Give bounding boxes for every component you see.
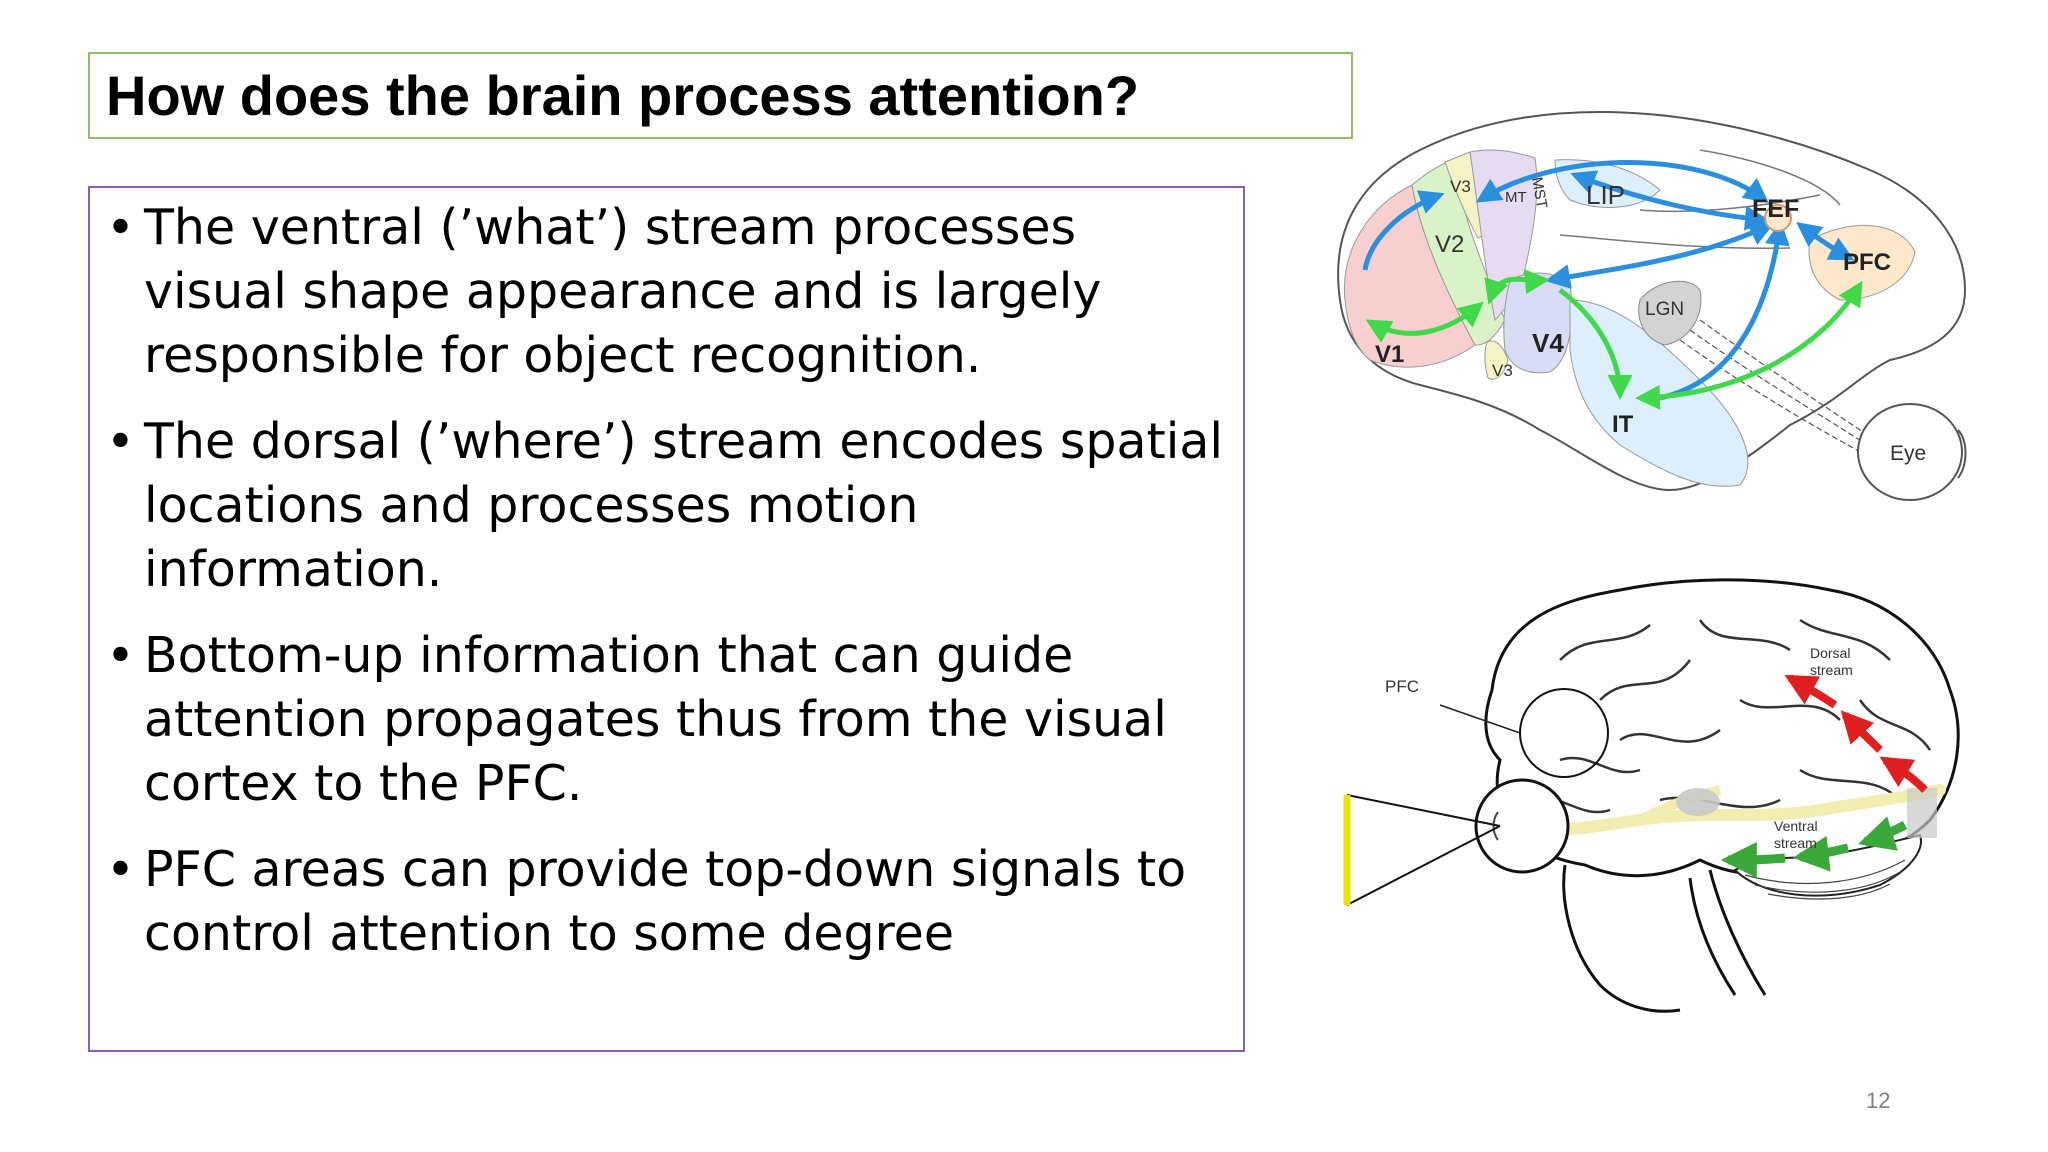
blue-arrow — [1362, 190, 1445, 271]
label-lgn: LGN — [1645, 299, 1684, 320]
label-dorsal-stream: stream — [1810, 662, 1853, 678]
label-mst: MST — [1528, 176, 1550, 210]
label-v4: V4 — [1532, 328, 1564, 358]
page-number: 12 — [1866, 1088, 1891, 1113]
visual-pathway — [1514, 784, 1946, 836]
green-arrow — [1558, 288, 1633, 400]
bullet-dot: • — [106, 627, 135, 684]
bullet-list: •The ventral (’what’) stream processes v… — [106, 196, 1231, 966]
dark-green-arrow — [1858, 816, 1908, 851]
brain-diagrams-figure: V1 V2 V3 V3 V4 MT MST LIP FEF PFC LGN IT… — [1337, 110, 1967, 1013]
eye-icon — [1474, 778, 1570, 874]
label-v1: V1 — [1375, 341, 1404, 368]
gyrus-line — [1529, 618, 1932, 814]
bullet-text: PFC areas can provide top-down signals t… — [144, 841, 1187, 962]
bullet-item: •Bottom-up information that can guide at… — [106, 624, 1231, 816]
content-box: •The ventral (’what’) stream processes v… — [88, 186, 1245, 1052]
label-ventral: Ventral — [1774, 818, 1818, 834]
green-arrow — [1635, 280, 1863, 410]
bullet-text: Bottom-up information that can guide att… — [144, 627, 1167, 812]
fef-burst-icon — [1764, 204, 1792, 232]
bullet-item: •The ventral (’what’) stream processes v… — [106, 196, 1231, 388]
label-mt: MT — [1505, 189, 1527, 206]
brainstem — [1688, 869, 1767, 996]
dark-green-arrow — [1792, 835, 1849, 872]
label-v2: V2 — [1435, 231, 1464, 258]
blue-arrow — [1545, 222, 1775, 289]
sulcus-line — [1699, 149, 1841, 206]
blue-arrow — [1795, 222, 1855, 261]
red-arrow — [1784, 674, 1838, 709]
eye-lens — [1957, 429, 1967, 479]
label-it: IT — [1612, 411, 1634, 438]
label-v3-top: V3 — [1450, 177, 1471, 196]
label-eye: Eye — [1890, 442, 1926, 465]
label-fef: FEF — [1752, 195, 1799, 223]
label-ventral-stream: stream — [1774, 835, 1817, 851]
eye-icon — [1857, 403, 1963, 501]
bullet-item: •The dorsal (’where’) stream encodes spa… — [106, 410, 1231, 602]
bullet-dot: • — [106, 413, 135, 470]
slide-title: How does the brain process attention? — [106, 64, 1140, 127]
thalamus-blob — [1676, 788, 1720, 816]
human-brain-diagram: PFC Dorsal stream Ventral stream — [1343, 578, 1960, 1013]
label-v3-bottom: V3 — [1492, 361, 1513, 380]
sight-line — [1346, 825, 1501, 906]
label-dorsal: Dorsal — [1810, 645, 1850, 661]
green-arrow — [1365, 301, 1484, 343]
red-arrow — [1879, 756, 1928, 793]
green-arrow — [1484, 269, 1550, 305]
bullet-item: •PFC areas can provide top-down signals … — [106, 838, 1231, 966]
dark-green-arrow — [1720, 841, 1786, 878]
red-arrow — [1840, 710, 1883, 753]
sight-line — [1346, 794, 1501, 827]
label-pfc: PFC — [1385, 677, 1419, 696]
bullet-text: The dorsal (’where’) stream encodes spat… — [144, 413, 1224, 598]
bullet-text: The ventral (’what’) stream processes vi… — [144, 199, 1102, 384]
pfc-pointer — [1439, 704, 1521, 734]
label-lip: LIP — [1586, 180, 1625, 210]
title-box: How does the brain process attention? — [88, 52, 1353, 139]
eye-lens — [1492, 811, 1499, 841]
cerebellum-fold — [1744, 859, 1906, 900]
bullet-dot: • — [106, 841, 135, 898]
face-outline — [1562, 864, 1681, 1013]
monkey-brain-diagram: V1 V2 V3 V3 V4 MT MST LIP FEF PFC LGN IT… — [1337, 110, 1967, 501]
bullet-dot: • — [106, 199, 135, 256]
label-pfc: PFC — [1843, 249, 1891, 276]
region-v3-bottom — [1484, 340, 1509, 380]
occipital-shade — [1907, 788, 1937, 838]
blue-arrow — [1570, 170, 1770, 231]
